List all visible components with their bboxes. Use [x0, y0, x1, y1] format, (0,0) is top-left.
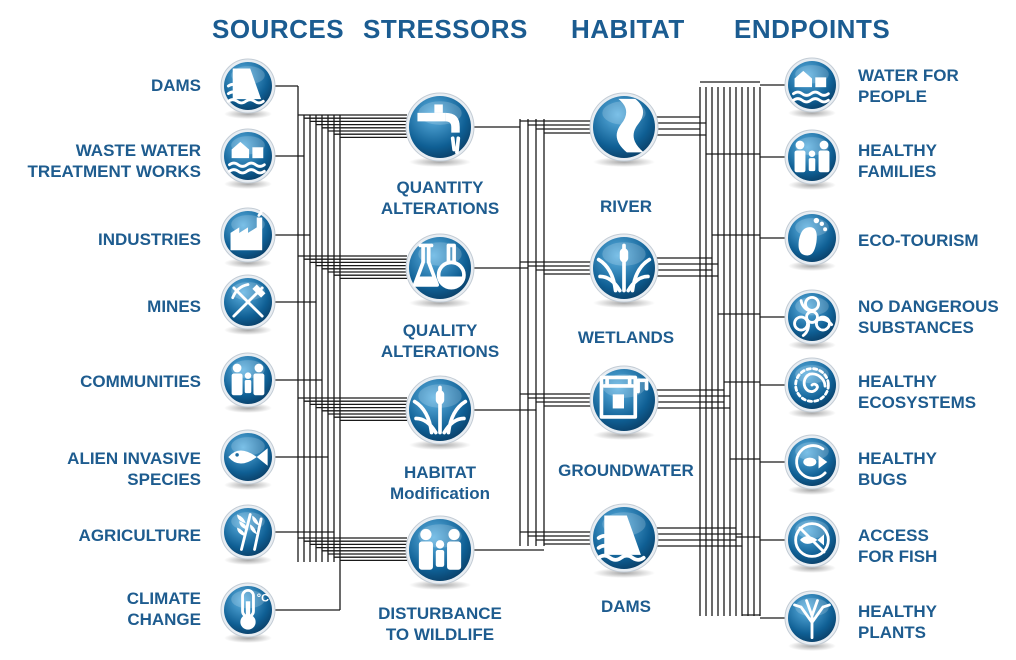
stressor-node-1 [399, 227, 481, 317]
source-label-climate-change: CLIMATE CHANGE [126, 589, 201, 629]
thermometer-icon: °C [220, 582, 276, 643]
endpoint-node-0 [778, 51, 846, 127]
header-habitat: HABITAT [571, 14, 685, 44]
source-node-0 [214, 52, 282, 128]
source-node-3 [214, 268, 282, 344]
no-fish-icon [784, 512, 840, 573]
tree-icon [784, 590, 840, 651]
habitat-node-3 [583, 497, 665, 587]
endpoint-node-4 [778, 351, 846, 427]
source-label-communities: COMMUNITIES [80, 372, 201, 391]
footprint-icon [784, 210, 840, 271]
stressor-node-2 [399, 369, 481, 459]
tap-icon [405, 92, 475, 167]
source-label-industries: INDUSTRIES [98, 230, 201, 249]
reeds-icon [405, 375, 475, 450]
flasks-icon [405, 233, 475, 308]
well-icon [589, 365, 659, 440]
endpoint-label-eco-tourism: ECO-TOURISM [858, 231, 979, 250]
endpoint-label-water-for-people: WATER FOR PEOPLE [858, 66, 959, 106]
bug-icon [784, 434, 840, 495]
header-sources: SOURCES [212, 14, 345, 44]
habitat-label-groundwater: GROUNDWATER [558, 461, 694, 480]
pick-shovel-icon [220, 274, 276, 335]
svg-text:°C: °C [257, 592, 269, 604]
treatment-works-icon [220, 128, 276, 189]
source-label-dams: DAMS [150, 76, 201, 95]
endpoint-label-healthy-ecosystems: HEALTHY ECOSYSTEMS [858, 372, 977, 412]
endpoint-node-3 [778, 283, 846, 359]
source-node-4 [214, 346, 282, 422]
house-water-icon [784, 57, 840, 118]
source-node-5 [214, 423, 282, 499]
endpoint-label-healthy-bugs: HEALTHY BUGS [858, 449, 938, 489]
source-label-waste-water: WASTE WATER TREATMENT WORKS [27, 141, 201, 181]
factory-icon [220, 205, 276, 268]
habitat-node-2 [583, 359, 665, 449]
stressor-node-3 [399, 509, 481, 599]
habitat-label-wetlands: WETLANDS [577, 328, 675, 347]
habitat-node-0 [583, 86, 665, 176]
habitat-label-dams: DAMS [600, 597, 652, 616]
habitat-node-1 [583, 227, 665, 317]
stressor-label-quantity: QUANTITY ALTERATIONS [380, 178, 500, 218]
stressor-node-0 [399, 86, 481, 176]
source-label-alien-species: ALIEN INVASIVE SPECIES [67, 449, 201, 489]
biohazard-icon [784, 289, 840, 350]
source-label-agriculture: AGRICULTURE [78, 526, 201, 545]
stressor-label-habitat-mod: HABITAT Modification [389, 463, 491, 503]
family-icon [784, 129, 840, 190]
stressor-label-quality: QUALITY ALTERATIONS [380, 321, 500, 361]
people-icon [220, 352, 276, 413]
dam-icon [589, 503, 659, 578]
source-node-1 [214, 122, 282, 198]
endpoint-label-healthy-families: HEALTHY FAMILIES [858, 141, 938, 181]
source-label-mines: MINES [147, 297, 201, 316]
reeds-icon [589, 233, 659, 308]
header-endpoints: ENDPOINTS [734, 14, 891, 44]
habitat-label-river: RIVER [600, 197, 652, 216]
people-icon [405, 515, 475, 590]
fish-icon [220, 429, 276, 490]
endpoint-node-6 [778, 506, 846, 582]
source-node-2 [214, 201, 282, 277]
river-icon [589, 92, 659, 167]
spiral-icon [784, 357, 840, 418]
endpoint-node-7 [778, 584, 846, 660]
stressor-label-disturbance: DISTURBANCE TO WILDLIFE [378, 604, 502, 644]
wheat-icon [220, 504, 276, 565]
dam-icon [220, 58, 276, 119]
source-node-7: °C [214, 576, 282, 652]
header-stressors: STRESSORS [363, 14, 528, 44]
endpoint-label-no-dangerous: NO DANGEROUS SUBSTANCES [858, 297, 999, 337]
endpoint-node-2 [778, 204, 846, 280]
endpoint-label-healthy-plants: HEALTHY PLANTS [858, 602, 938, 642]
source-node-6 [214, 498, 282, 574]
endpoint-node-1 [778, 123, 846, 199]
endpoint-node-5 [778, 428, 846, 504]
endpoint-label-access-for-fish: ACCESS FOR FISH [858, 526, 938, 566]
